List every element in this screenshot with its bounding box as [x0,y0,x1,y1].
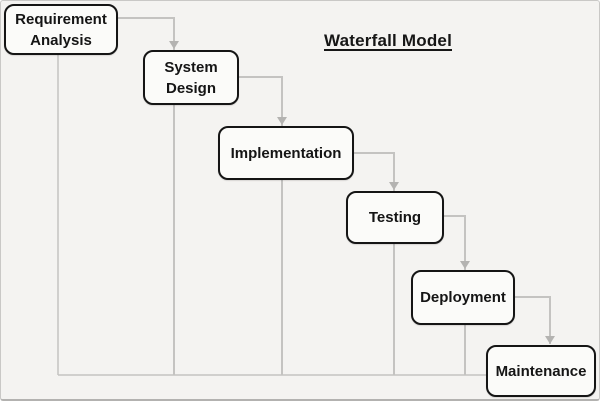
arrowhead-implementation [277,117,287,125]
connector-implementation-to-testing-line [354,152,395,375]
stage-label: Requirement Analysis [15,10,107,49]
arrowhead-maintenance [545,336,555,344]
stage-label: Testing [368,209,422,226]
stage-label: Maintenance [495,362,587,380]
arrowhead-deployment [460,261,470,269]
stage-box-requirement-analysis: Requirement Analysis [4,4,118,55]
connector-design-to-implementation-line [239,76,283,375]
connector-deployment-to-maintenance-line [515,296,551,344]
stage-label: Implementation [230,144,342,162]
stage-box-deployment: Deployment [411,270,515,325]
arrowhead-system-design [169,41,179,49]
stage-label: Deployment [420,289,506,306]
arrowhead-testing [389,182,399,190]
stage-box-implementation: Implementation [218,126,354,180]
stage-box-system-design: System Design [143,50,239,105]
stage-label: System Design [164,58,218,97]
diagram-title: Waterfall Model [324,31,452,50]
connector-requirement-to-design-line [118,17,175,375]
stage-box-testing: Testing [346,191,444,244]
stage-box-maintenance: Maintenance [486,345,596,397]
